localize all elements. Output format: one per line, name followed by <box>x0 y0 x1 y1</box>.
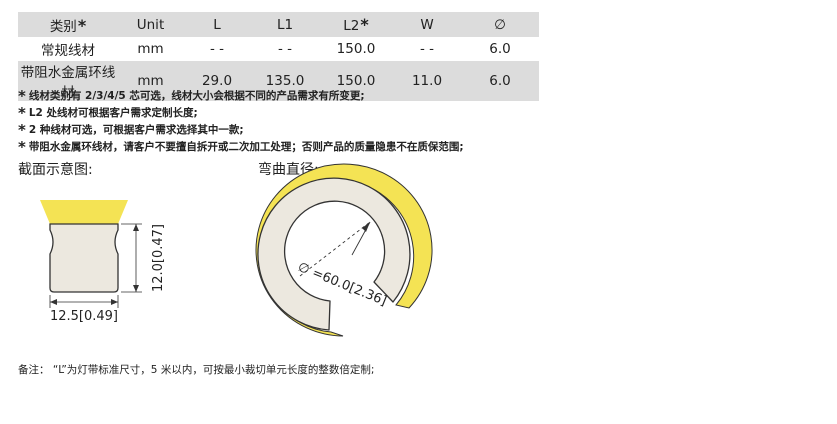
yellow-diffuser-cap <box>40 200 128 224</box>
table-cell: mm <box>118 61 183 101</box>
header-category: 类别* <box>18 12 118 37</box>
table-cell: 135.0 <box>251 61 319 101</box>
table-cell: 6.0 <box>461 61 539 101</box>
header-unit: Unit <box>118 12 183 37</box>
table-cell: - - <box>277 41 293 57</box>
width-dimension-label: 12.5[0.49] <box>50 309 118 324</box>
cross-section-diagram: 12.0[0.47] 12.5[0.49] <box>40 200 166 324</box>
star-mark: * <box>18 87 26 105</box>
star-mark: * <box>77 15 87 35</box>
bent-strip-body <box>257 177 411 331</box>
header-l1: L1 <box>251 12 319 37</box>
header-w: W <box>393 12 461 37</box>
arrow-head <box>111 299 118 305</box>
table-row: 常规线材 mm - - - - 150.0 - - 6.0 <box>18 37 539 61</box>
cross-section-title: 截面示意图: <box>18 162 93 178</box>
profile-body <box>49 223 119 293</box>
table-cell: 常规线材 <box>41 43 95 59</box>
arrow-head <box>50 299 57 305</box>
table-cell: - - <box>209 41 225 57</box>
table-cell: 带阻水金属环线材 <box>18 61 118 101</box>
note-item: *L2 处线材可根据客户需求定制长度; <box>18 104 198 122</box>
table-cell: 150.0 <box>336 41 376 57</box>
bend-diameter-diagram: ∅ =60.0[2.36] <box>255 163 433 337</box>
note-item: *带阻水金属环线材，请客户不要擅自拆开或二次加工处理；否则产品的质量隐患不在质保… <box>18 138 464 156</box>
table-cell: - - <box>419 41 435 57</box>
arrow-head <box>133 285 139 292</box>
star-mark: * <box>18 104 26 122</box>
note-item: *2 种线材可选，可根据客户需求选择其中一款; <box>18 121 244 139</box>
table-cell: 150.0 <box>319 61 393 101</box>
star-mark: * <box>18 121 26 139</box>
spec-table: 类别* Unit L L1 L2* W ∅ 常规线材 mm - - - - 15… <box>18 12 539 101</box>
header-diameter: ∅ <box>461 12 539 37</box>
table-cell: 11.0 <box>393 61 461 101</box>
remark-note: 备注： “L”为灯带标准尺寸，5 米以内，可按最小裁切单元长度的整数倍定制; <box>18 364 375 376</box>
arrow-head <box>133 224 139 231</box>
table-cell: mm <box>137 41 164 57</box>
table-cell: 29.0 <box>183 61 251 101</box>
diameter-line <box>299 221 371 277</box>
header-l2: L2* <box>319 12 393 37</box>
height-dimension-label: 12.0[0.47] <box>151 224 166 292</box>
star-mark: * <box>360 15 369 34</box>
table-cell: 6.0 <box>489 41 511 57</box>
notes-list: *线材类别有 2/3/4/5 芯可选，线材大小会根据不同的产品需求有所变更; *… <box>18 88 558 156</box>
header-l: L <box>183 12 251 37</box>
star-mark: * <box>18 138 26 156</box>
note-item: *线材类别有 2/3/4/5 芯可选，线材大小会根据不同的产品需求有所变更; <box>18 87 365 105</box>
arrow-head <box>362 222 370 232</box>
table-row: 带阻水金属环线材 mm 29.0 135.0 150.0 11.0 6.0 <box>18 61 539 101</box>
table-header-row: 类别* Unit L L1 L2* W ∅ <box>18 12 539 37</box>
